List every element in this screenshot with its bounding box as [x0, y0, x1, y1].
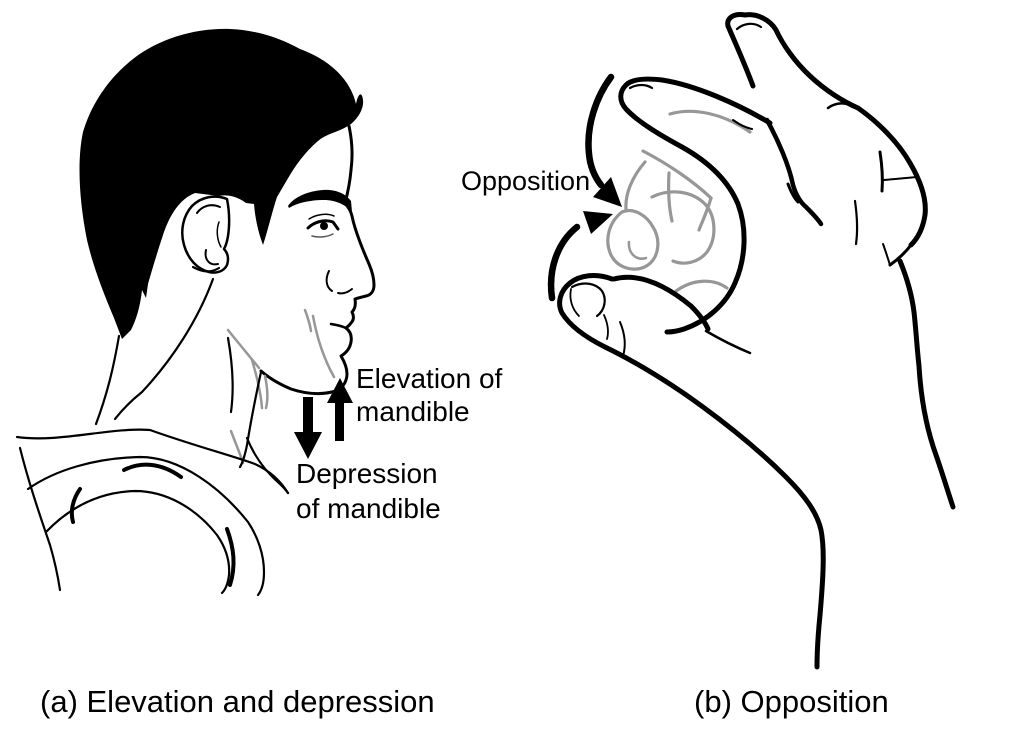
eyelid-crease-line: [308, 213, 335, 220]
thumb-nail: [570, 282, 606, 318]
depression-of-mandible-label: Depression of mandible: [296, 456, 441, 526]
index-finger-outline: [618, 76, 773, 335]
face-profile-line: [259, 124, 376, 395]
mouth-line: [329, 322, 348, 330]
ring-finger-line: [878, 150, 884, 193]
opposition-arrows: [547, 73, 622, 302]
depression-label-line2: of mandible: [296, 493, 441, 524]
hair-silhouette: [79, 28, 364, 339]
hand-right-edge: [855, 105, 928, 248]
eyebrow: [288, 189, 352, 212]
lower-eyelid-line: [311, 233, 334, 238]
middle-fingernail: [735, 22, 763, 31]
index-knuckle-line: [764, 117, 824, 227]
thumb-and-wrist-lower-edge: [557, 273, 826, 670]
male-profile-head-illustration: [15, 28, 376, 597]
eye-iris: [320, 222, 328, 230]
index-fingernail: [628, 83, 654, 90]
elevation-label-line2: mandible: [356, 396, 470, 427]
elevation-arrow-icon: [327, 378, 353, 441]
depression-label-line1: Depression: [296, 458, 438, 489]
opposition-arrow-down-icon: [585, 73, 615, 189]
ear-inner-line: [196, 204, 221, 214]
nose-wing-line: [337, 288, 353, 295]
ear: [181, 195, 231, 274]
neck-and-shoulder-lines: [15, 265, 290, 597]
ear-tragus-line: [216, 221, 222, 248]
wrist-right-edge: [897, 258, 956, 510]
opposition-label: Opposition: [461, 166, 591, 196]
opposition-arrow-up-icon: [547, 223, 581, 302]
tank-top-accent-lines: [69, 462, 236, 587]
elevation-of-mandible-label: Elevation of mandible: [356, 362, 502, 428]
elevation-label-line1: Elevation of: [356, 363, 503, 394]
ear-lobe-line: [204, 249, 219, 266]
thumb-upper-edge: [611, 274, 711, 332]
ring-fingernail: [826, 102, 855, 110]
mandible-ghost-lines: [226, 308, 336, 465]
figure-caption-a: (a) Elevation and depression: [40, 684, 435, 719]
upper-eyelid-line: [306, 219, 340, 231]
opposition-hand-illustration: [557, 12, 956, 670]
nostril-line: [325, 270, 333, 292]
curled-fingers-ghost-lines: [606, 109, 752, 293]
figure-caption-b: (b) Opposition: [694, 684, 889, 719]
depression-arrow-icon: [294, 397, 322, 459]
hand-outline-lines: [557, 12, 956, 670]
middle-finger-outline: [725, 12, 861, 111]
hand-detail-lines: [569, 22, 918, 357]
